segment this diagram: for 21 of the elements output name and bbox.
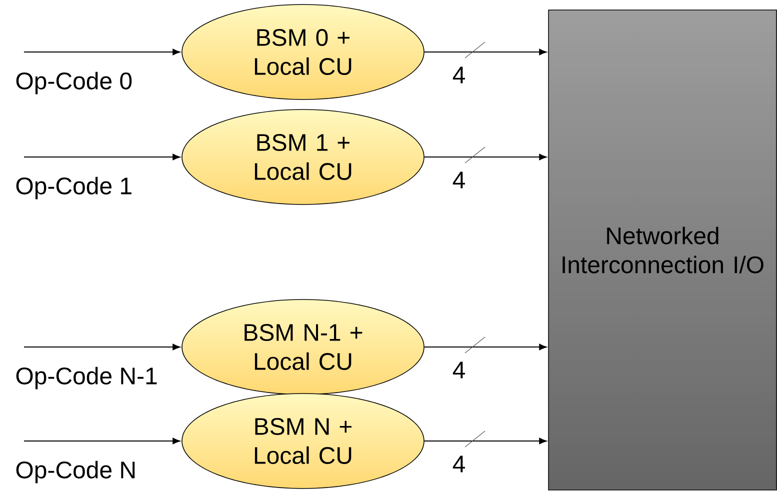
edge-label: Op-Code 0	[16, 72, 132, 94]
interconnect-box: Networked Interconnection I/O	[548, 10, 777, 490]
arrow	[424, 438, 547, 444]
ellipse-node: BSM N-1 + Local CU	[182, 299, 424, 395]
edge-label: 4	[452, 362, 465, 378]
ellipse-node: BSM 0 + Local CU	[182, 4, 424, 100]
edge-label: Op-Code 1	[16, 176, 132, 200]
edge-label: Op-Code N	[16, 460, 135, 484]
edge-label: 4	[452, 66, 465, 84]
arrow	[24, 48, 180, 56]
arrow	[424, 344, 547, 350]
arrow	[24, 344, 180, 350]
edge-label: 4	[452, 172, 465, 188]
arrow	[424, 154, 547, 160]
arrow	[24, 154, 180, 160]
arrow	[424, 48, 547, 56]
arrow	[24, 438, 180, 444]
edge-label: 4	[452, 456, 465, 472]
ellipse-node: BSM 1 + Local CU	[182, 109, 424, 205]
ellipse-node: BSM N + Local CU	[182, 393, 424, 489]
edge-label: Op-Code N-1	[16, 366, 157, 390]
